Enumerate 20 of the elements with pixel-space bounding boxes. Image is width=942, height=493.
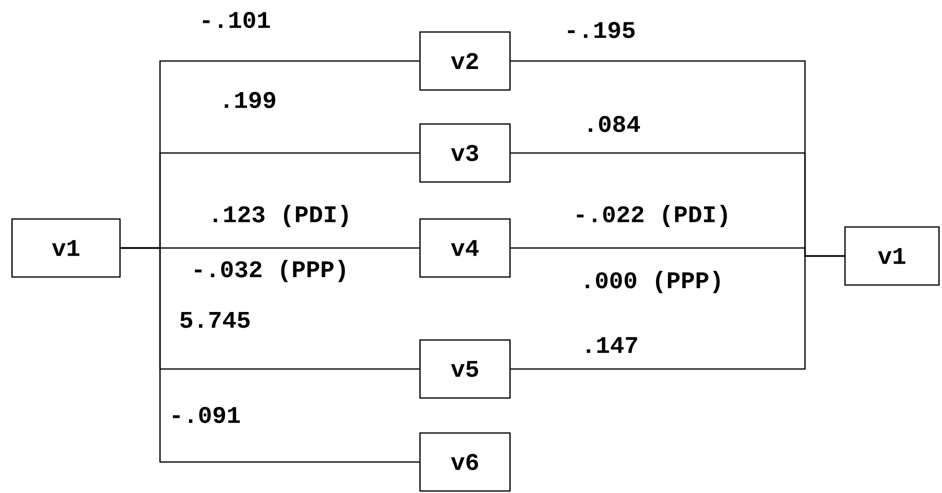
edge-label: .199 (224, 92, 276, 108)
edge-label: 5.745 (180, 312, 250, 328)
variable-box: v1 (11, 218, 121, 278)
variable-box: v1 (844, 226, 940, 286)
edge-label: -.022 (PDI) (576, 204, 727, 228)
connector-line (120, 247, 420, 463)
variable-box: v4 (419, 218, 511, 278)
edge-label: -.195 (568, 22, 635, 38)
variable-box: v5 (419, 339, 511, 399)
edge-label: -.091 (172, 406, 240, 424)
edge-label: .123 (PDI) (214, 204, 348, 228)
variable-box: v3 (419, 123, 511, 183)
variable-box: v2 (419, 31, 511, 91)
coefficient-label: .000 (PPP) (586, 270, 720, 294)
edge-label: .084 (588, 116, 640, 132)
connector-line (510, 255, 844, 370)
edge-label: .147 (586, 337, 638, 353)
variable-box: v6 (419, 432, 511, 492)
coefficient-label: -.032 (PPP) (194, 260, 345, 282)
edge-label: -.101 (202, 12, 270, 28)
